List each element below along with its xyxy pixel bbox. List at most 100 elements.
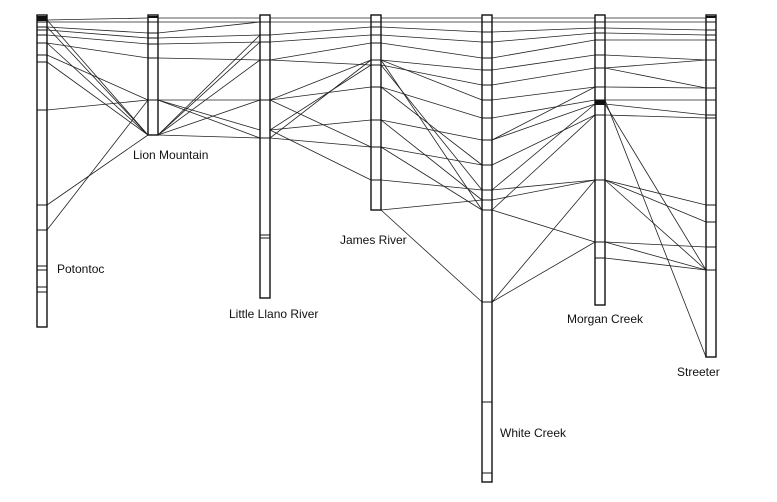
dark-band	[706, 16, 716, 18]
correlation-line	[269, 42, 372, 61]
correlation-line	[491, 27, 596, 33]
correlation-line	[491, 209, 596, 243]
correlation-line	[491, 114, 596, 211]
correlation-line	[46, 61, 149, 136]
correlation-line	[380, 209, 483, 303]
correlation-line	[157, 41, 261, 136]
correlation-line	[269, 119, 372, 131]
column-potontoc	[36, 14, 48, 328]
correlation-line	[604, 86, 707, 89]
correlation-line	[491, 54, 596, 71]
column-morgan	[594, 14, 606, 306]
label-little-llano-river: Little Llano River	[229, 307, 318, 321]
correlation-line	[491, 241, 596, 303]
correlation-line	[157, 57, 261, 61]
column-body	[481, 14, 493, 483]
correlation-line	[380, 119, 483, 201]
correlation-line	[46, 99, 149, 111]
dark-band	[148, 16, 158, 18]
correlation-line	[491, 179, 596, 303]
site-labels: Potontoc Lion Mountain Little Llano Rive…	[57, 148, 720, 440]
correlation-line	[491, 86, 596, 101]
correlation-line	[491, 103, 596, 191]
correlation-line	[157, 99, 261, 136]
correlation-line	[380, 86, 483, 119]
column-james	[370, 14, 382, 211]
correlation-line	[157, 34, 261, 136]
column-body	[370, 14, 382, 211]
correlation-line	[604, 179, 707, 206]
correlation-line	[46, 19, 149, 136]
correlation-line	[604, 32, 707, 36]
correlation-line	[491, 179, 596, 191]
label-morgan-creek: Morgan Creek	[567, 312, 644, 326]
column-body	[36, 14, 48, 328]
correlation-line	[491, 103, 596, 141]
correlation-line	[269, 137, 372, 148]
correlation-line	[46, 17, 149, 21]
label-white-creek: White Creek	[500, 426, 567, 440]
correlation-line	[380, 86, 483, 166]
correlation-line	[380, 199, 483, 211]
correlation-line	[491, 32, 596, 43]
correlation-line	[380, 64, 483, 191]
correlation-line	[269, 26, 372, 36]
correlation-line	[491, 67, 596, 86]
correlation-line	[380, 34, 483, 43]
correlation-line	[604, 257, 707, 271]
correlation-line	[491, 99, 596, 119]
correlation-line	[46, 42, 149, 59]
correlation-line	[157, 99, 261, 139]
correlation-line	[380, 179, 483, 191]
correlation-line	[604, 67, 707, 89]
correlation-line	[46, 29, 149, 39]
correlation-line	[269, 59, 372, 101]
correlation-line	[269, 34, 372, 43]
correlation-line	[46, 134, 149, 206]
correlation-line	[46, 26, 149, 34]
correlation-line	[604, 54, 707, 61]
column-streeter	[705, 14, 717, 358]
correlation-line	[491, 114, 596, 166]
label-potontoc: Potontoc	[57, 262, 104, 276]
correlation-line	[604, 103, 707, 116]
column-body	[147, 14, 159, 136]
correlation-line	[380, 59, 483, 101]
correlation-line	[269, 64, 372, 131]
correlation-line	[269, 59, 372, 66]
column-llano	[259, 14, 271, 299]
correlation-line	[46, 99, 149, 231]
correlation-line	[46, 34, 149, 45]
correlation-line	[604, 114, 707, 119]
column-body	[259, 14, 271, 299]
correlation-line	[604, 103, 707, 271]
correlation-line	[46, 26, 149, 136]
correlation-line	[380, 146, 483, 211]
column-body	[705, 14, 717, 358]
label-lion-mountain: Lion Mountain	[133, 148, 208, 162]
correlation-line	[46, 42, 149, 136]
correlation-line	[380, 42, 483, 59]
correlation-line	[380, 146, 483, 166]
dark-band	[37, 16, 47, 21]
correlation-line	[604, 99, 707, 358]
correlation-line	[157, 134, 261, 139]
site-columns	[36, 14, 717, 483]
dark-band	[595, 100, 605, 105]
column-lion	[147, 14, 159, 136]
correlation-line	[491, 39, 596, 59]
correlation-line	[604, 241, 707, 248]
column-body	[594, 14, 606, 306]
correlation-line	[157, 41, 261, 45]
correlation-line	[380, 59, 483, 71]
correlation-lines	[46, 17, 707, 358]
correlation-line	[604, 59, 707, 69]
correlation-line	[269, 59, 372, 139]
correlation-line	[269, 99, 372, 148]
correlation-line	[604, 27, 707, 31]
correlation-line	[491, 179, 596, 201]
correlation-line	[157, 99, 261, 131]
correlation-line	[491, 86, 596, 141]
correlation-line	[604, 241, 707, 271]
